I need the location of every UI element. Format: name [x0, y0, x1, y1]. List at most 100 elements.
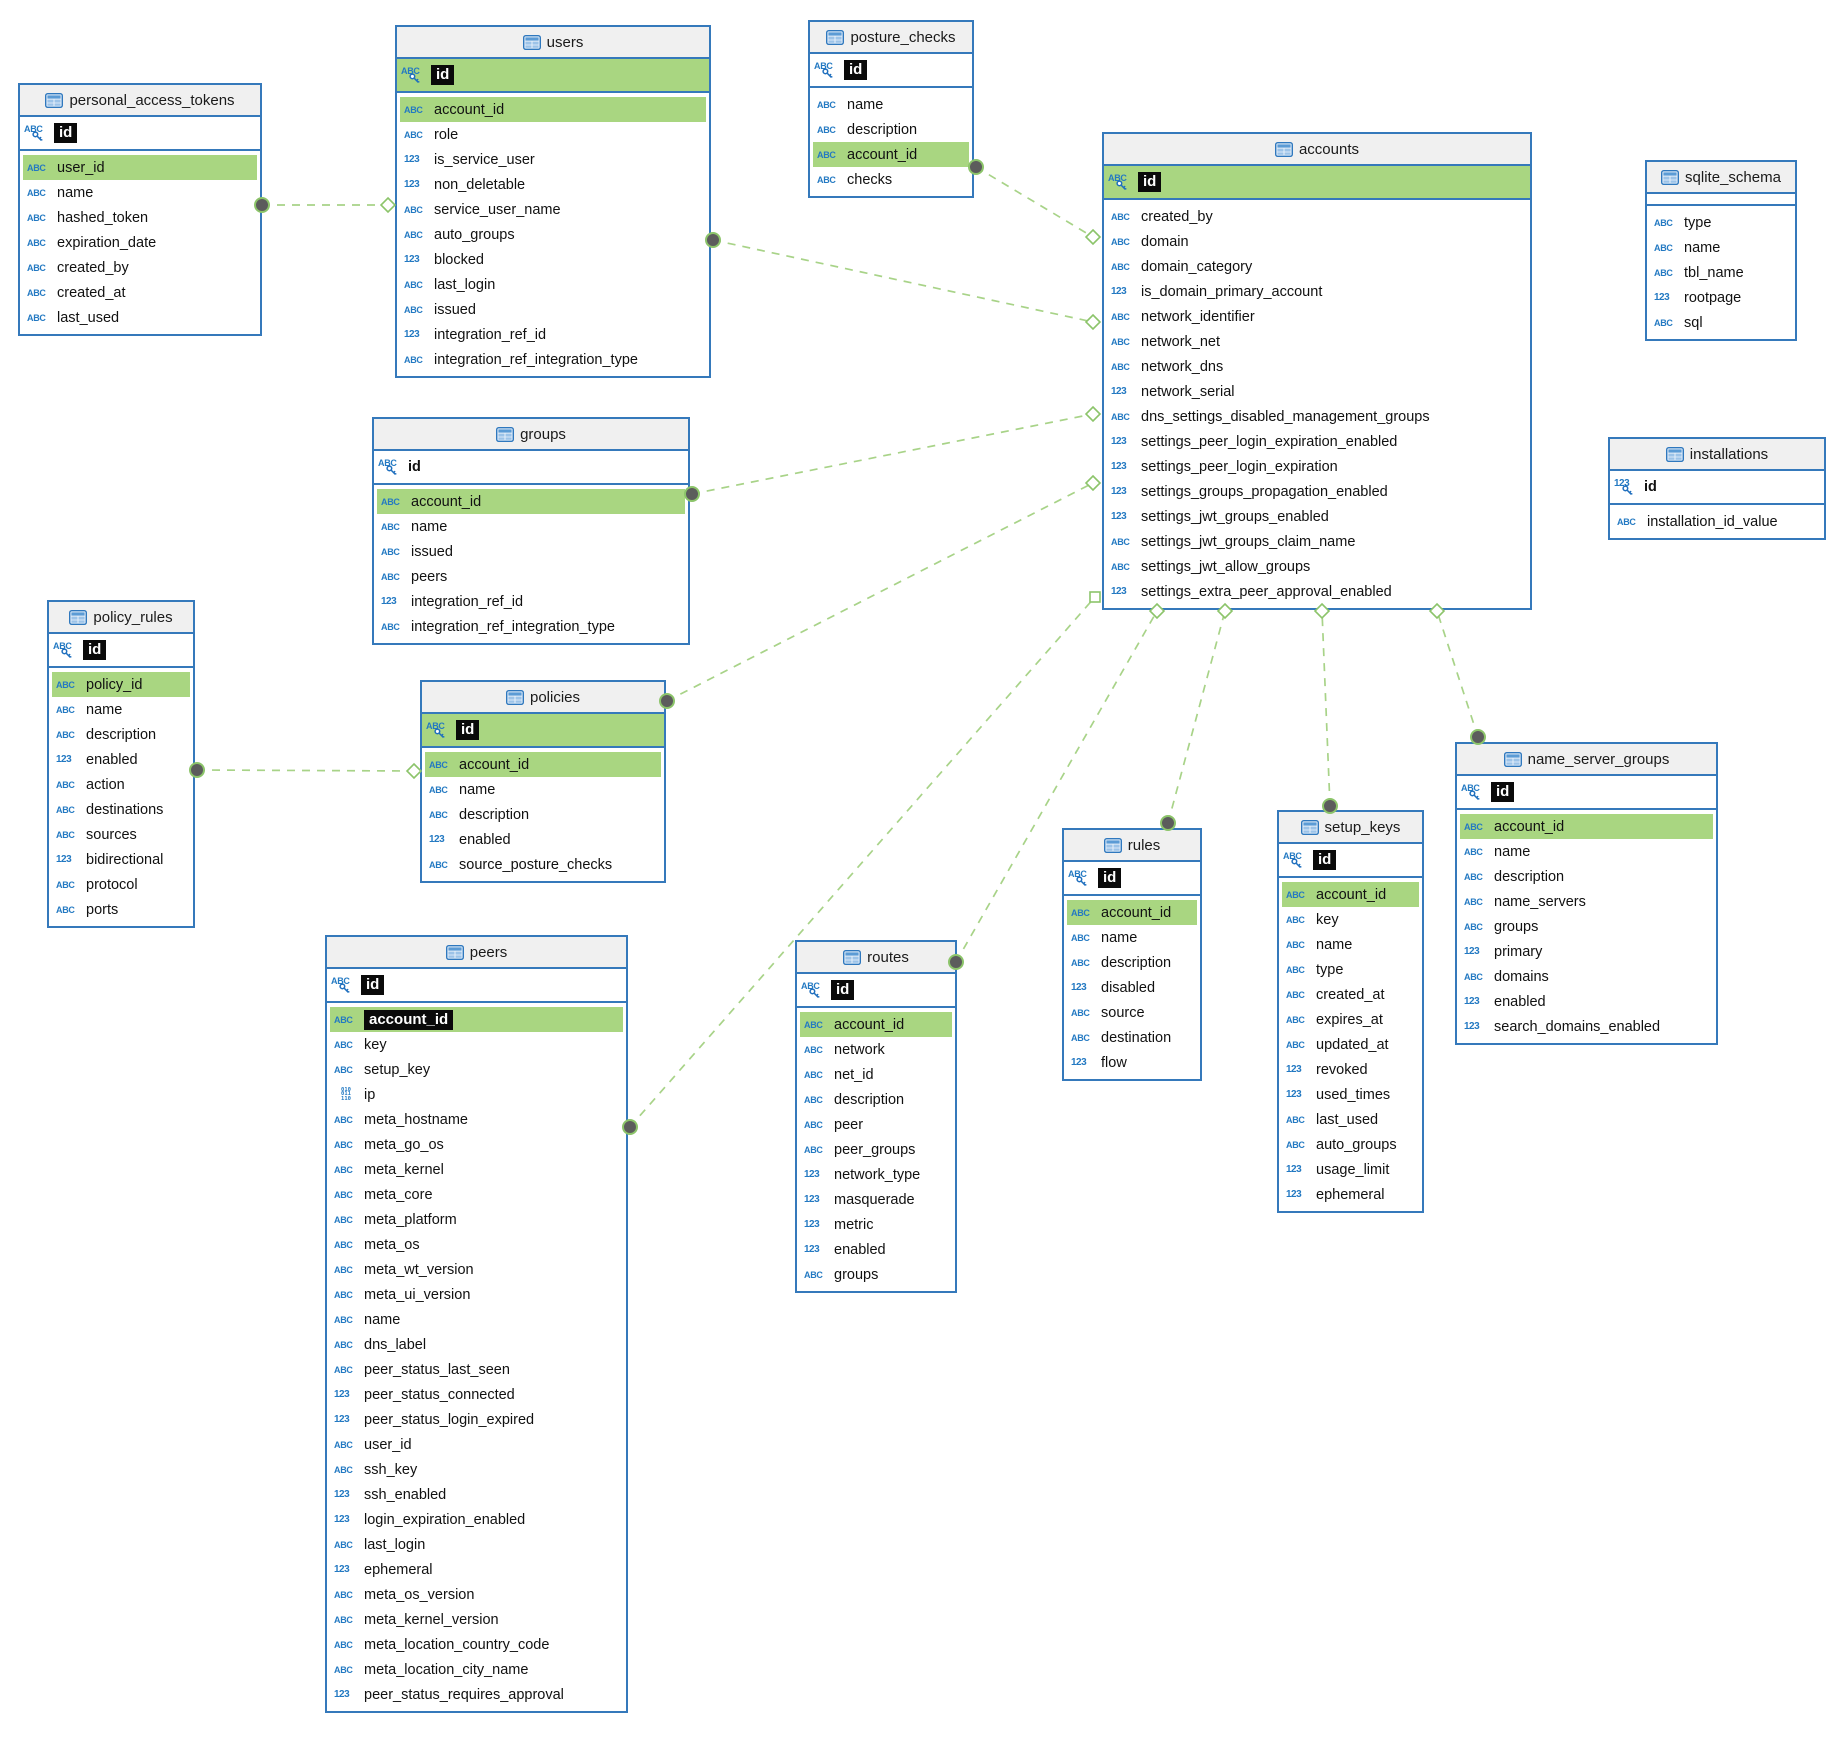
table-header-personal_access_tokens[interactable]: personal_access_tokens [20, 85, 260, 117]
relation-personal_access_tokens-to-users[interactable] [254, 196, 397, 214]
relation-setup_keys-to-accounts[interactable] [1313, 602, 1338, 814]
table-header-routes[interactable]: routes [797, 942, 955, 974]
table-header-peers[interactable]: peers [327, 937, 626, 969]
table-header-groups[interactable]: groups [374, 419, 688, 451]
relation-users-to-accounts[interactable] [705, 232, 1102, 331]
table-header-posture_checks[interactable]: posture_checks [810, 22, 972, 54]
relation-posture_checks-to-accounts[interactable] [968, 159, 1102, 246]
relation-policies-to-accounts[interactable] [659, 474, 1102, 709]
relation-policy_rules-to-policies[interactable] [189, 762, 423, 780]
